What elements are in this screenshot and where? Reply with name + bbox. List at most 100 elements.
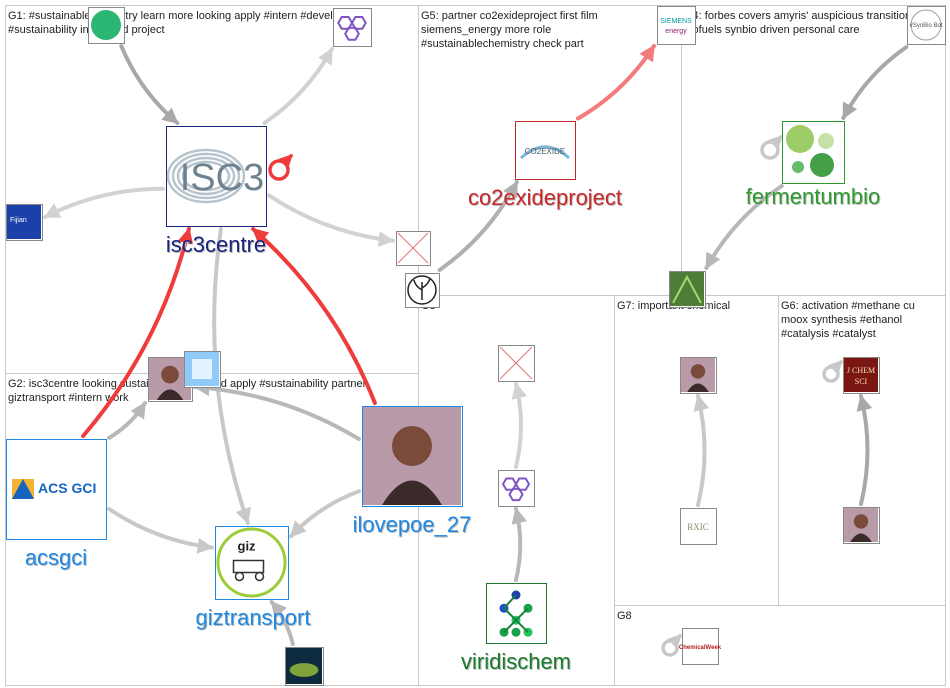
group-label-g4: biofuels synbio driven personal care — [684, 24, 860, 36]
plant-photo-icon — [670, 272, 704, 306]
group-label-g5: #sustainablechemistry check part — [421, 38, 584, 50]
svg-text:#SynBio Bot: #SynBio Bot — [909, 23, 942, 29]
edge-co2exideproject-to-u_siemens — [576, 44, 656, 121]
node-u_x2[interactable] — [498, 345, 535, 382]
node-co2exideproject[interactable]: CO2EXIDE — [515, 121, 576, 180]
self-loop-arrow-u_jchem — [828, 359, 844, 375]
node-label-giztransport[interactable]: giztransport — [196, 605, 311, 630]
node-u_face[interactable] — [680, 357, 717, 394]
node-isc3centre[interactable]: ISC3 — [166, 126, 267, 227]
hexagon-logo-icon — [337, 16, 367, 41]
node-u_topgreen[interactable] — [88, 7, 125, 44]
edges-layer — [43, 44, 909, 657]
self-loop-fermentumbio — [760, 140, 780, 160]
edge-ilovepoe_27-to-giztransport — [289, 489, 361, 539]
acs-logo-icon: ACS GCI — [12, 479, 96, 499]
node-viridischem[interactable] — [486, 583, 547, 644]
node-label-shadow: ilovepoe_27 — [354, 513, 473, 538]
node-label-shadow: viridischem — [462, 650, 572, 675]
edge-u_synbio-to-fermentumbio — [841, 45, 909, 120]
node-u_x1[interactable] — [396, 231, 431, 266]
node-u_plant[interactable] — [669, 271, 706, 308]
edge-ilovepoe_27-to-isc3centre — [251, 227, 377, 405]
self-loop-u_jchem — [822, 365, 840, 383]
edge-viridischem-to-u_hexpurple — [511, 507, 528, 582]
node-label-acsgci[interactable]: acsgci — [25, 545, 87, 570]
group-box-g5 — [418, 5, 682, 296]
node-label-shadow: giztransport — [197, 606, 312, 631]
svg-text:ISC3: ISC3 — [180, 157, 264, 199]
node-label-isc3centre[interactable]: isc3centre — [166, 232, 266, 257]
svg-text:SCI: SCI — [855, 377, 868, 386]
node-label-shadow: acsgci — [26, 546, 88, 571]
node-u_chemweek[interactable]: ChemicalWeek — [679, 628, 722, 665]
edge-u_sprout-to-co2exideproject — [437, 180, 519, 272]
node-label-shadow: isc3centre — [167, 233, 267, 258]
document-icon — [185, 352, 219, 386]
person-photo-icon — [844, 508, 878, 542]
edge-u_rdp-to-u_face — [693, 394, 710, 507]
svg-text:J CHEM: J CHEM — [847, 366, 875, 375]
groups-layer: G1: #sustainablechemistry learn more loo… — [5, 5, 946, 686]
svg-text:giz: giz — [238, 539, 257, 554]
node-fermentumbio[interactable] — [782, 121, 845, 184]
svg-text:CO2EXIDE: CO2EXIDE — [525, 147, 565, 156]
svg-text:RXIC: RXIC — [687, 522, 709, 532]
node-giztransport[interactable]: giz — [215, 526, 289, 600]
edge-isc3centre-to-u_fijian — [43, 186, 165, 219]
node-frame — [215, 526, 289, 600]
node-u_synbio[interactable]: #SynBio Bot — [907, 6, 946, 45]
self-loop-arrow-fermentumbio — [768, 134, 784, 150]
node-u_jchem[interactable]: J CHEM SCI — [843, 357, 880, 394]
labels-layer: isc3centreisc3centreacsgciacsgcigiztrans… — [25, 184, 881, 675]
node-label-viridischem[interactable]: viridischem — [461, 649, 571, 674]
person-photo-icon — [681, 358, 715, 392]
group-label-g4: G4: forbes covers amyris' auspicious tra… — [684, 10, 911, 22]
edge-acsgci-to-u_bw — [107, 401, 147, 440]
node-u_mini[interactable] — [184, 351, 221, 388]
node-label-fermentumbio[interactable]: fermentumbio — [746, 184, 881, 209]
chemweek-logo-icon: ChemicalWeek — [679, 645, 722, 651]
node-u_sustain[interactable] — [285, 647, 324, 686]
missing-image-icon — [397, 232, 429, 264]
self-loop-isc3centre — [268, 159, 290, 181]
node-acsgci[interactable]: ACS GCI — [6, 439, 107, 540]
node-frame — [657, 6, 696, 45]
node-u_hex[interactable] — [333, 8, 372, 47]
group-label-g2: giztransport #intern work — [8, 392, 129, 404]
group-label-g6: moox synthesis #ethanol — [781, 314, 902, 326]
missing-image-icon — [499, 346, 533, 380]
node-u_man[interactable] — [843, 507, 880, 544]
self-loop-arrow-isc3centre — [278, 153, 294, 169]
node-u_fijian[interactable]: Fijian — [6, 204, 43, 241]
jchemsci-logo-icon: J CHEM SCI — [844, 358, 878, 392]
synbio-logo-icon: #SynBio Bot — [909, 9, 943, 41]
edge-isc3centre-to-u_x1 — [267, 193, 395, 247]
group-label-g5: siemens_energy more role — [421, 24, 551, 36]
group-label-g1: G1: #sustainablechemistry learn more loo… — [8, 10, 369, 22]
group-label-g6: G6: activation #methane cu — [781, 300, 915, 312]
node-u_rdp[interactable]: RXIC — [680, 508, 717, 545]
edge-u_sustain-to-giztransport — [269, 600, 295, 646]
sprout-logo-icon — [407, 275, 437, 305]
person-photo-icon — [363, 407, 461, 505]
node-u_sprout[interactable] — [405, 273, 440, 308]
edge-fermentumbio-to-u_plant — [704, 184, 784, 270]
node-label-ilovepoe_27[interactable]: ilovepoe_27 — [353, 512, 472, 537]
node-frame — [907, 6, 946, 45]
group-box-g8 — [614, 605, 946, 686]
green-logo-icon — [91, 10, 121, 40]
node-label-co2exideproject[interactable]: co2exideproject — [468, 185, 622, 210]
group-label-g8: G8 — [617, 610, 632, 622]
group-box-g7 — [614, 295, 779, 606]
node-ilovepoe_27[interactable] — [362, 406, 463, 507]
svg-text:Fijian: Fijian — [10, 217, 27, 224]
svg-text:SIEMENS: SIEMENS — [660, 18, 692, 25]
group-label-g6: #catalysis #catalyst — [781, 328, 876, 340]
text-logo-icon: RXIC — [687, 522, 709, 532]
node-u_hexpurple[interactable] — [498, 470, 535, 507]
edge-ilovepoe_27-to-u_bw — [193, 380, 361, 442]
